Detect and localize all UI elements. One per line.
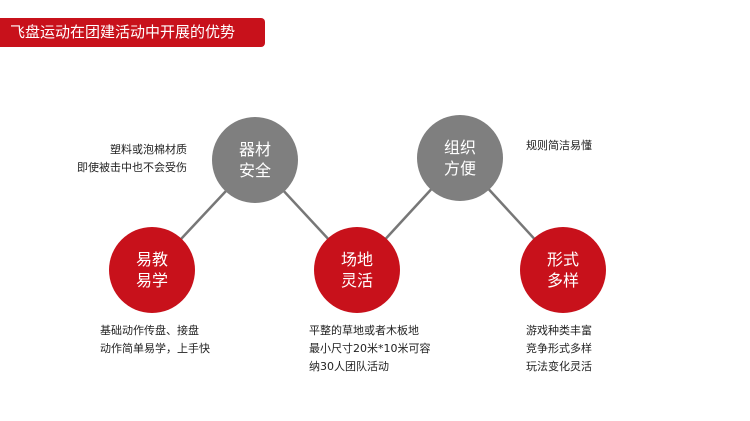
- desc-forms: 游戏种类丰富竞争形式多样玩法变化灵活: [526, 324, 592, 373]
- node-easy-learn: 易教易学: [109, 227, 195, 313]
- node-label: 灵活: [340, 271, 373, 290]
- node-label: 方便: [443, 159, 476, 178]
- desc-venue: 平整的草地或者木板地最小尺寸20米*10米可容纳30人团队活动: [309, 324, 431, 373]
- desc-organize: 规则简洁易懂: [526, 139, 592, 152]
- node-flexible-venue: 场地灵活: [314, 227, 400, 313]
- node-label: 多样: [546, 271, 579, 290]
- node-label: 场地: [340, 250, 373, 269]
- node-label: 器材: [238, 140, 271, 159]
- node-label: 形式: [546, 250, 579, 269]
- node-equipment-safety: 器材安全: [212, 117, 298, 203]
- node-diverse-forms: 形式多样: [520, 227, 606, 313]
- desc-easy-learn: 基础动作传盘、接盘动作简单易学，上手快: [100, 324, 210, 355]
- node-label: 易教: [135, 250, 168, 269]
- node-label: 易学: [135, 271, 168, 290]
- node-easy-organize: 组织方便: [417, 115, 503, 201]
- node-label: 安全: [238, 161, 271, 180]
- desc-equipment: 塑料或泡棉材质即使被击中也不会受伤: [77, 143, 187, 174]
- slide-title: 飞盘运动在团建活动中开展的优势: [0, 18, 265, 47]
- node-label: 组织: [443, 138, 476, 157]
